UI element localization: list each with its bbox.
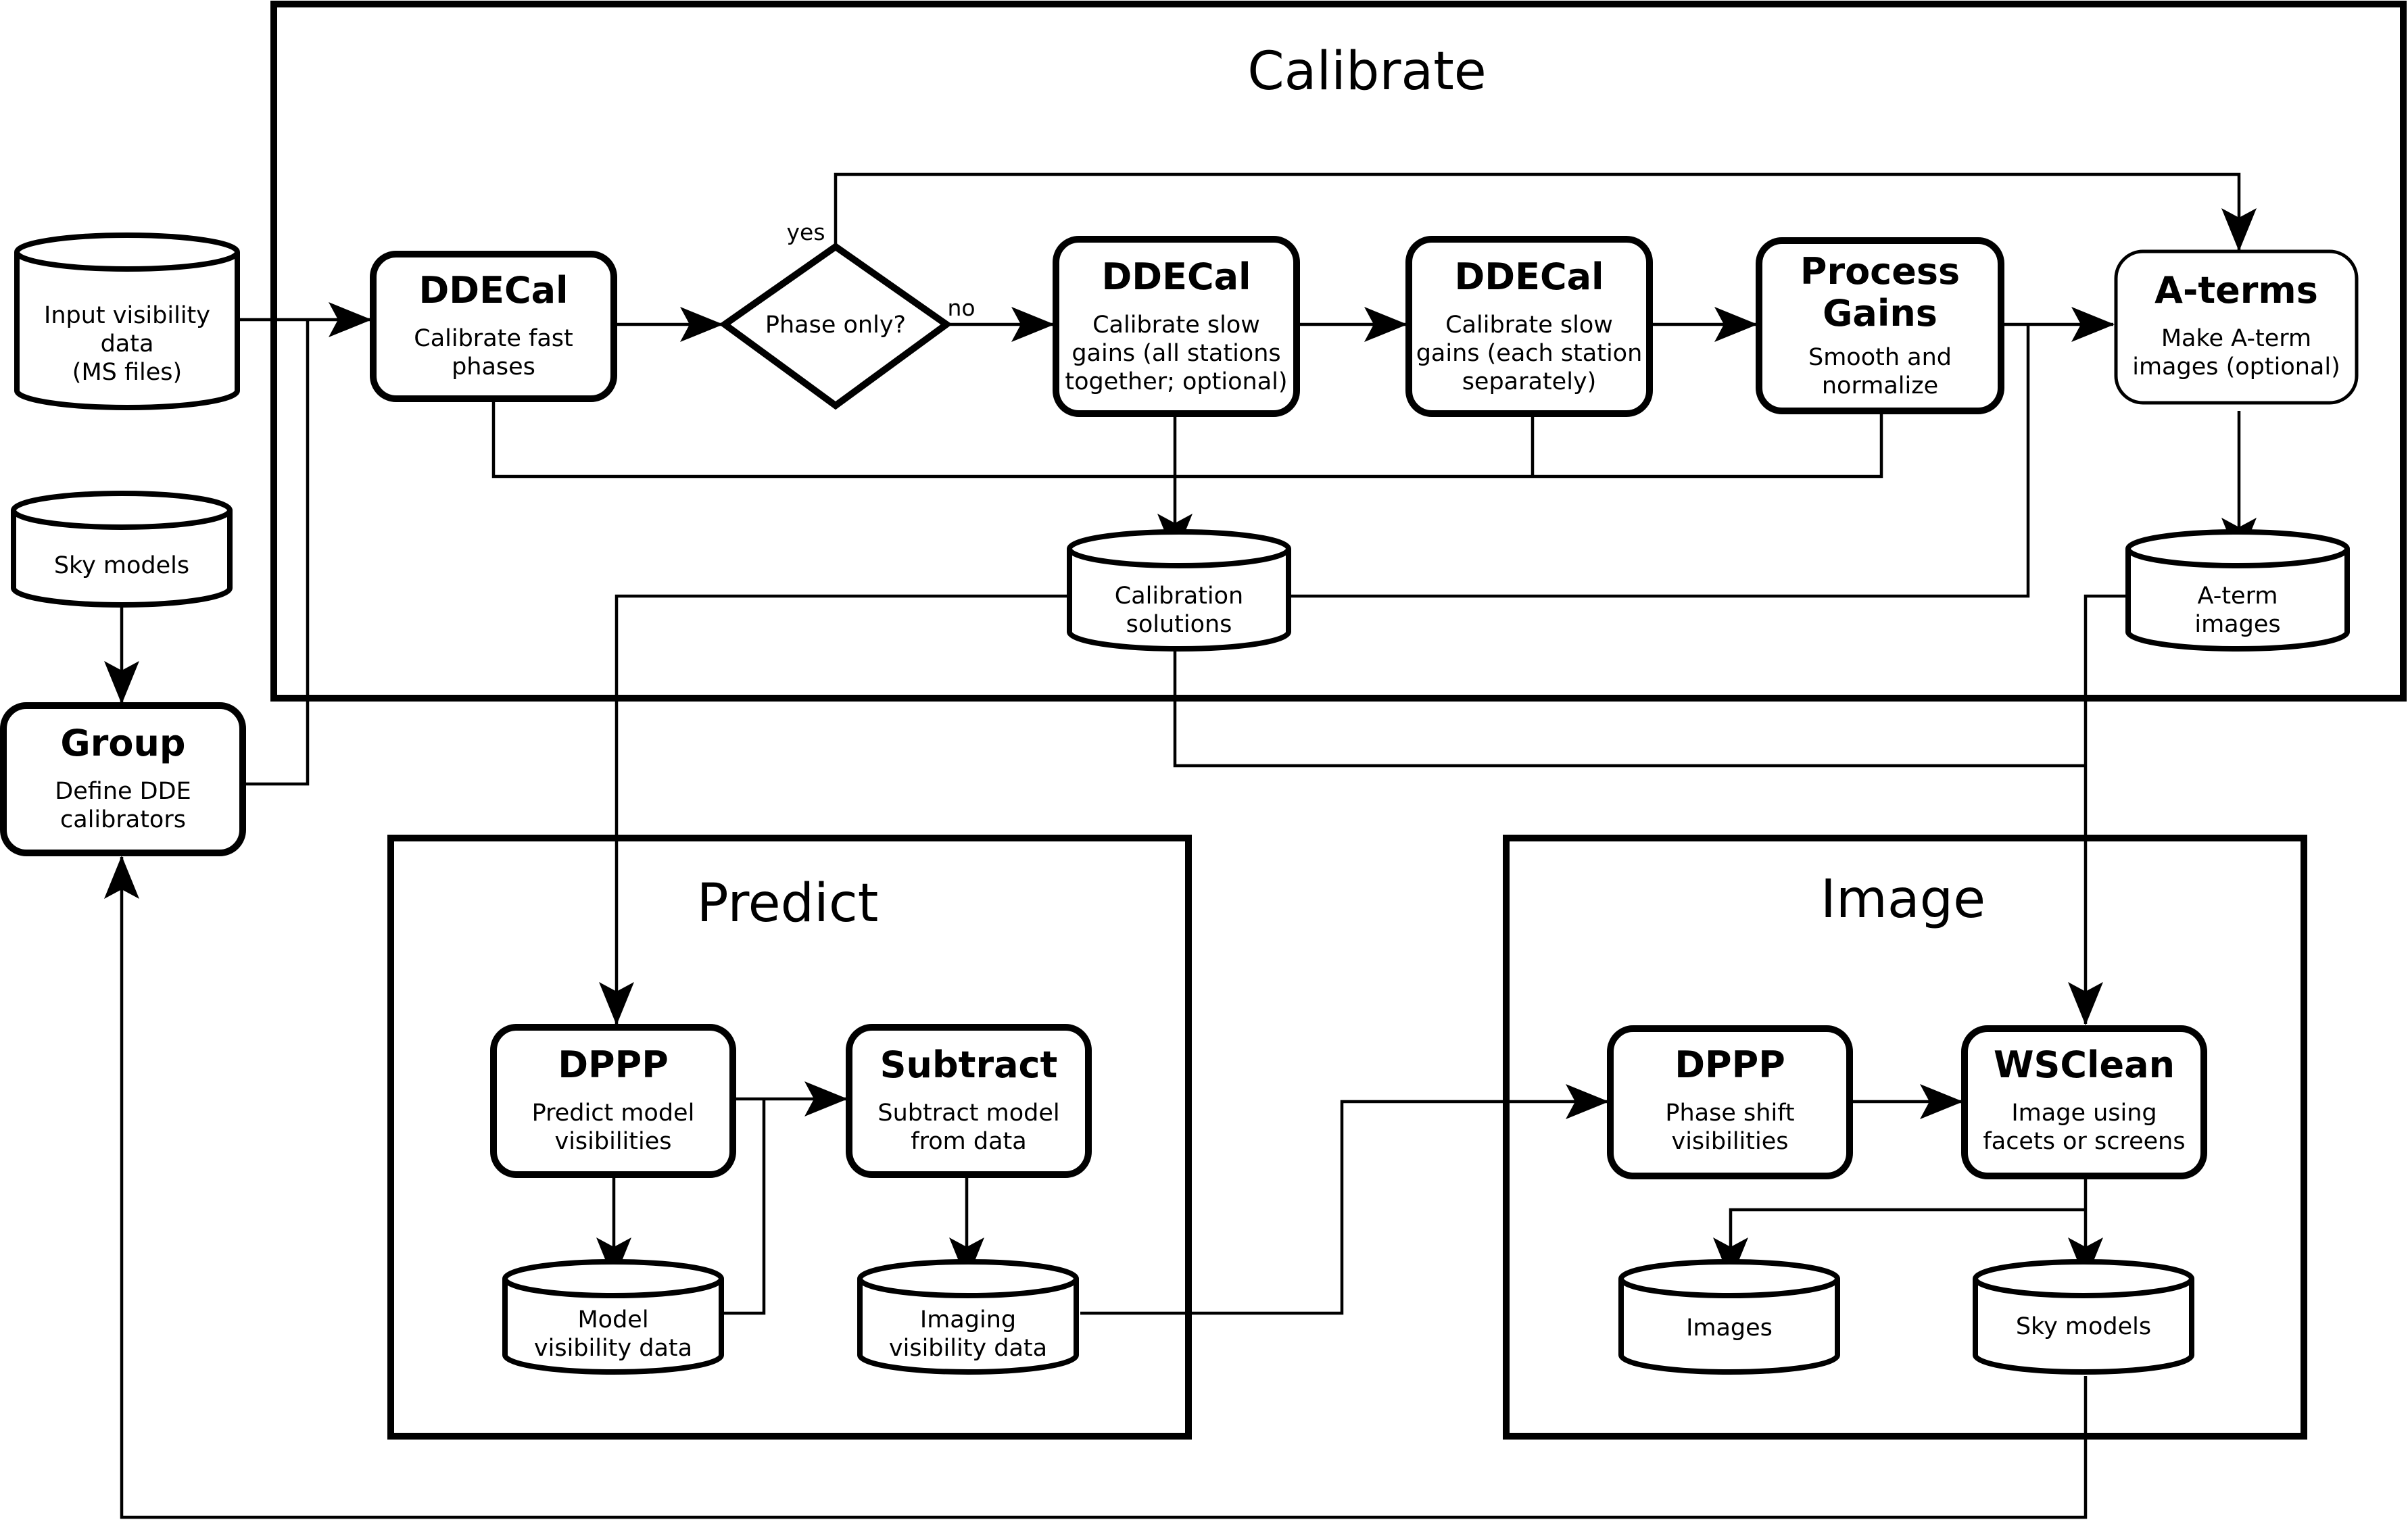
node-dppp-phase-shift-line-2: visibilities	[1671, 1128, 1788, 1155]
node-dppp-predict: DPPP Predict model visibilities	[490, 1024, 736, 1178]
store-aterm-images: A-term images	[2125, 529, 2350, 652]
node-phase-only-decision: Phase only?	[719, 242, 953, 410]
store-imaging-visibility: Imaging visibility data	[857, 1259, 1079, 1375]
edge-model-to-subtract	[720, 1099, 766, 1315]
edge-solutions-to-predict	[599, 594, 1069, 1025]
store-sky-models-output: Sky models	[1973, 1259, 2194, 1375]
store-aterm-images-line-2: images	[2194, 611, 2280, 638]
node-dppp-predict-line-2: visibilities	[554, 1128, 671, 1155]
node-ddecal-fast: DDECal Calibrate fast phases	[370, 251, 617, 402]
store-sky-models-input: Sky models	[11, 491, 233, 608]
node-ddecal-slow-each-line-3: separately)	[1462, 368, 1597, 395]
node-group-line-2: calibrators	[60, 806, 186, 833]
node-ddecal-slow-all-title: DDECal	[1101, 255, 1251, 298]
node-wsclean-title: WSClean	[1994, 1044, 2175, 1086]
node-group-line-1: Define DDE	[55, 778, 191, 805]
node-ddecal-slow-all-line-3: together; optional)	[1065, 368, 1287, 395]
store-input-visibility-line-2: data	[101, 330, 154, 358]
node-ddecal-slow-all: DDECal Calibrate slow gains (all station…	[1053, 236, 1300, 417]
node-aterms-title: A-terms	[2154, 269, 2318, 312]
store-imaging-visibility-line-2: visibility data	[889, 1335, 1047, 1362]
node-process-gains-line-1: Smooth and	[1808, 344, 1952, 371]
store-imaging-visibility-line-1: Imaging	[920, 1306, 1016, 1333]
node-dppp-predict-line-1: Predict model	[532, 1100, 695, 1127]
node-wsclean-line-1: Image using	[2011, 1100, 2157, 1127]
node-aterms: A-terms Make A-term images (optional)	[2114, 249, 2359, 405]
node-dppp-phase-shift-line-1: Phase shift	[1665, 1100, 1794, 1127]
node-group: Group Define DDE calibrators	[0, 702, 246, 856]
store-sky-models-output-label: Sky models	[2016, 1313, 2151, 1340]
store-input-visibility-line-1: Input visibility	[44, 302, 210, 329]
edge-atermimages-to-wsclean	[2068, 594, 2128, 1025]
store-calibration-solutions-line-2: solutions	[1126, 611, 1232, 638]
node-wsclean-line-2: facets or screens	[1983, 1128, 2185, 1155]
node-dppp-phase-shift-title: DPPP	[1675, 1044, 1785, 1086]
edge-skymodels-feedback	[104, 856, 2088, 1519]
node-process-gains-title-2: Gains	[1823, 292, 1937, 335]
node-process-gains-line-2: normalize	[1822, 372, 1938, 399]
edge-decision-yes	[834, 172, 2257, 251]
calibrate-region-title: Calibrate	[1247, 41, 1487, 102]
edge-label-no: no	[947, 295, 975, 321]
edge-label-yes: yes	[786, 219, 825, 245]
node-dppp-phase-shift: DPPP Phase shift visibilities	[1607, 1025, 1853, 1179]
store-model-visibility: Model visibility data	[502, 1259, 724, 1375]
node-phase-only-label: Phase only?	[765, 312, 906, 339]
node-ddecal-slow-each-line-1: Calibrate slow	[1445, 312, 1613, 339]
node-subtract: Subtract Subtract model from data	[846, 1024, 1092, 1178]
node-subtract-line-1: Subtract model	[877, 1100, 1059, 1127]
store-images-output: Images	[1618, 1259, 1840, 1375]
store-calibration-solutions-line-1: Calibration	[1115, 583, 1243, 610]
node-ddecal-fast-line-1: Calibrate fast	[414, 325, 573, 352]
edge-collector-bus	[491, 400, 1883, 478]
store-sky-models-input-label: Sky models	[54, 552, 189, 579]
node-subtract-title: Subtract	[880, 1044, 1058, 1086]
node-ddecal-slow-each-line-2: gains (each station	[1416, 340, 1643, 367]
store-input-visibility: Input visibility data (MS files)	[14, 232, 240, 410]
image-region-title: Image	[1821, 869, 1985, 930]
edge-group-to-ddecal	[243, 320, 310, 786]
image-region	[1503, 835, 2307, 1440]
node-ddecal-fast-line-2: phases	[452, 353, 535, 380]
edge-imaging-to-shift	[1080, 1084, 1609, 1315]
node-process-gains: Process Gains Smooth and normalize	[1756, 237, 2004, 414]
node-ddecal-slow-each: DDECal Calibrate slow gains (each statio…	[1405, 236, 1653, 417]
node-ddecal-slow-all-line-1: Calibrate slow	[1092, 312, 1260, 339]
edge-solutions-to-wsclean	[1173, 646, 2086, 768]
node-ddecal-slow-each-title: DDECal	[1454, 255, 1604, 298]
node-dppp-predict-title: DPPP	[558, 1044, 669, 1086]
node-ddecal-fast-title: DDECal	[418, 269, 568, 312]
node-group-title: Group	[60, 722, 185, 764]
node-subtract-line-2: from data	[911, 1128, 1026, 1155]
store-images-output-label: Images	[1686, 1315, 1773, 1342]
store-calibration-solutions: Calibration solutions	[1067, 529, 1291, 652]
store-model-visibility-line-1: Model	[577, 1306, 648, 1333]
node-ddecal-slow-all-line-2: gains (all stations	[1071, 340, 1280, 367]
edge-solutions-to-aterms	[1288, 324, 2030, 598]
node-aterms-line-2: images (optional)	[2132, 353, 2340, 380]
node-aterms-line-1: Make A-term	[2161, 325, 2311, 352]
node-wsclean: WSClean Image using facets or screens	[1961, 1025, 2207, 1179]
store-input-visibility-line-3: (MS files)	[72, 359, 182, 386]
predict-region	[387, 835, 1192, 1440]
predict-region-title: Predict	[697, 873, 879, 934]
node-process-gains-title-1: Process	[1800, 250, 1960, 293]
calibrate-region	[270, 1, 2407, 702]
store-aterm-images-line-1: A-term	[2198, 583, 2278, 610]
edge-wsclean-to-images	[1713, 1208, 2086, 1281]
connectors	[104, 172, 2257, 1519]
store-model-visibility-line-2: visibility data	[534, 1335, 692, 1362]
